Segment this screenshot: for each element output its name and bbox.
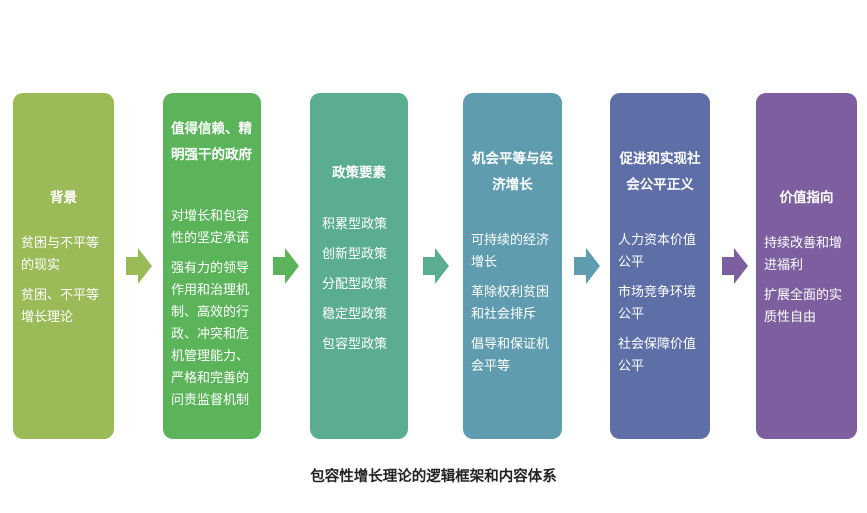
column-item: 贫困与不平等的现实: [21, 236, 100, 273]
column-title: 机会平等与经济增长: [472, 151, 553, 193]
column-item: 强有力的领导作用和治理机制、高效的行政、冲突和危机管理能力、严格和完善的问责监督…: [171, 261, 250, 408]
column-title: 促进和实现社会公平正义: [619, 151, 701, 193]
column-item: 包容型政策: [322, 337, 388, 352]
column-equal-opportunity: 机会平等与经济增长 可持续的经济增长 革除权利贫困和社会排斥 倡导和保证机会平等: [463, 93, 562, 439]
column-item: 创新型政策: [322, 247, 388, 262]
column-item: 可持续的经济增长: [471, 233, 550, 270]
column-title: 背景: [50, 190, 77, 206]
arrow-right-icon: [423, 248, 449, 284]
column-item: 社会保障价值公平: [618, 337, 697, 374]
arrow-right-icon: [273, 248, 299, 284]
arrow-right-icon: [126, 248, 152, 284]
column-title: 政策要素: [332, 165, 386, 181]
column-item: 稳定型政策: [322, 307, 388, 322]
column-item: 贫困、不平等增长理论: [21, 288, 100, 325]
column-title: 值得信赖、精明强干的政府: [171, 121, 252, 163]
column-social-justice: 促进和实现社会公平正义 人力资本价值公平 市场竞争环境公平 社会保障价值公平: [610, 93, 710, 439]
column-item: 持续改善和增进福利: [764, 236, 843, 273]
column-item: 倡导和保证机会平等: [471, 337, 550, 374]
column-item: 市场竞争环境公平: [618, 285, 697, 322]
diagram-caption: 包容性增长理论的逻辑框架和内容体系: [310, 469, 557, 485]
arrow-right-icon: [574, 248, 600, 284]
column-policy-elements: 政策要素 积累型政策 创新型政策 分配型政策 稳定型政策 包容型政策: [310, 93, 408, 439]
column-item: 革除权利贫困和社会排斥: [471, 285, 550, 322]
column-title: 价值指向: [779, 190, 834, 206]
column-item: 扩展全面的实质性自由: [764, 288, 843, 325]
column-background: 背景 贫困与不平等的现实 贫困、不平等增长理论: [13, 93, 114, 439]
column-item: 对增长和包容性的坚定承诺: [171, 209, 250, 246]
column-government: 值得信赖、精明强干的政府 对增长和包容性的坚定承诺 强有力的领导作用和治理机制、…: [163, 93, 261, 439]
column-item: 人力资本价值公平: [618, 233, 697, 270]
column-value-orientation: 价值指向 持续改善和增进福利 扩展全面的实质性自由: [756, 93, 857, 439]
column-item: 分配型政策: [322, 277, 388, 292]
column-item: 积累型政策: [322, 217, 388, 232]
arrow-right-icon: [722, 248, 748, 284]
